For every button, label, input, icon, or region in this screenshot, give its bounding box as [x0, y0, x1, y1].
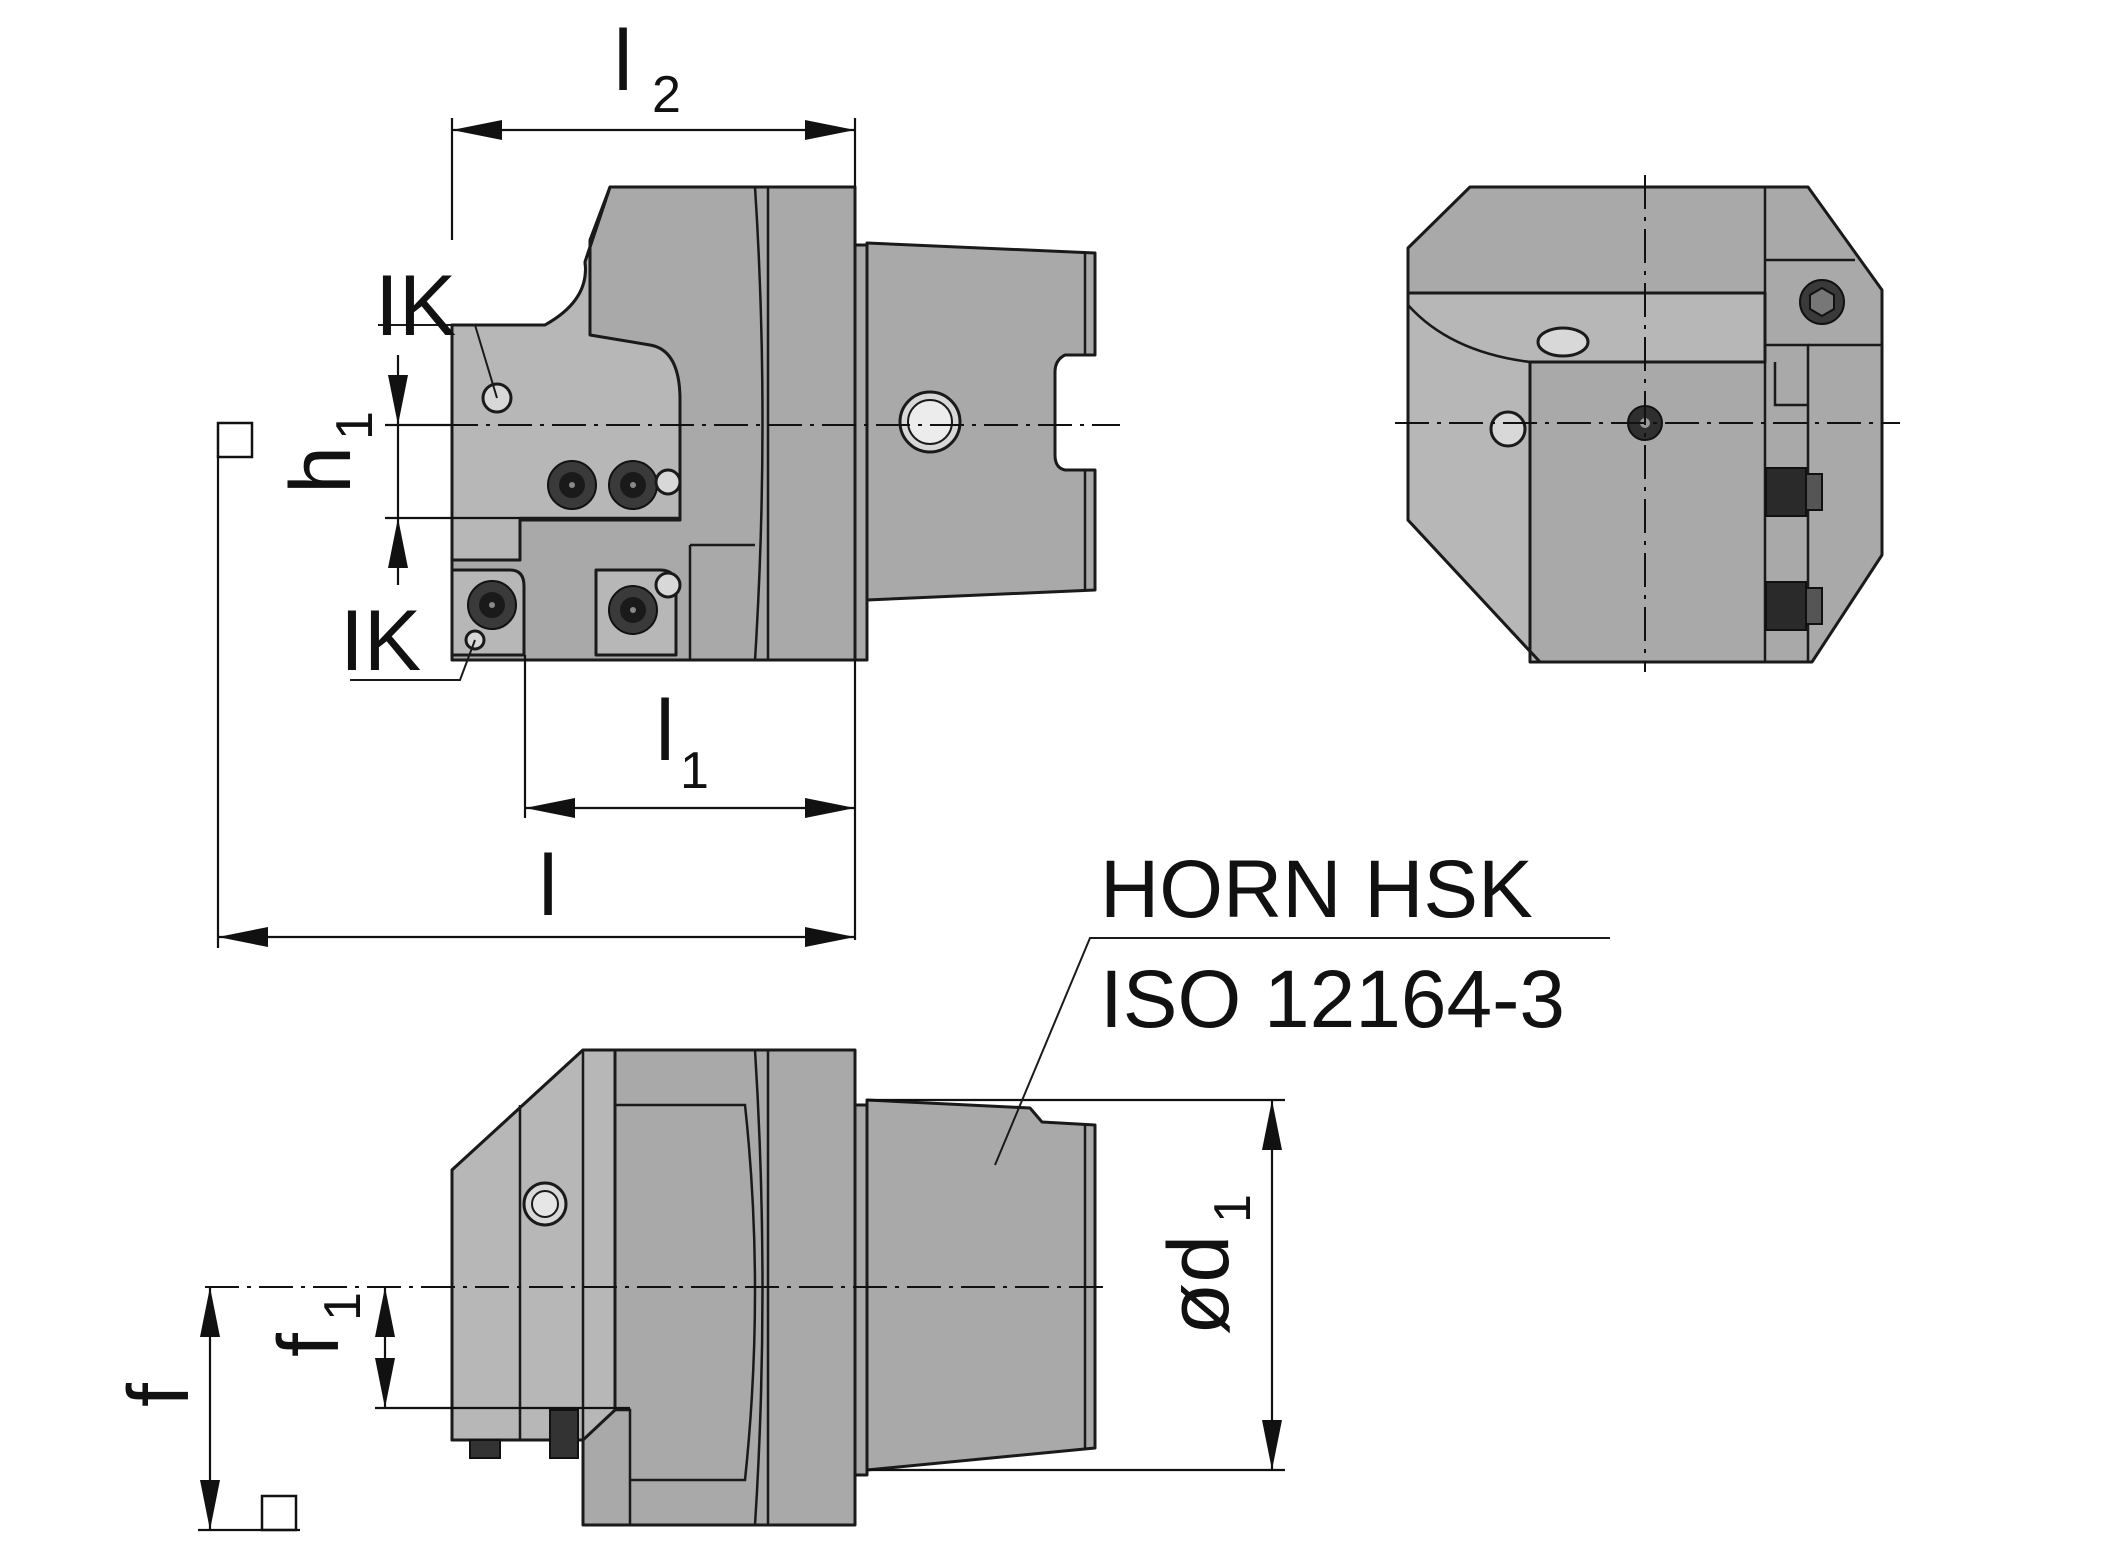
- front-view-hex-socket: [1809, 286, 1835, 318]
- reference-square-bottom: [260, 1494, 298, 1532]
- h1-label-group: h 1: [273, 411, 384, 494]
- side-view-aux-hole-1: [654, 468, 682, 496]
- note-line-1: HORN HSK: [1100, 844, 1533, 935]
- side-view-seam-1: [753, 186, 764, 661]
- f-label: f: [111, 1382, 207, 1407]
- l1-arrow-right: [805, 798, 855, 818]
- front-view-coolant-hole: [1489, 410, 1527, 448]
- front-view-clamp-screw-2: [1765, 581, 1823, 631]
- front-view: [1395, 175, 1900, 672]
- d1-label-group: ød 1: [1151, 1194, 1262, 1335]
- side-view-contour: [589, 333, 682, 520]
- side-view: [390, 185, 1120, 662]
- f1-subscript: 1: [314, 1292, 372, 1321]
- top-view-seam-1: [753, 1049, 764, 1526]
- labels: l 2 l 1 l IK IK h 1 f 1 f ød 1 HORN HSK …: [111, 13, 1565, 1407]
- ik-bottom-label: IK: [340, 593, 421, 689]
- f1-label: f: [261, 1332, 357, 1357]
- side-view-flange: [853, 243, 869, 662]
- top-view-edge-3: [615, 1103, 757, 1482]
- front-view-clamp-screw-1: [1765, 467, 1823, 517]
- top-view-flange: [853, 1103, 869, 1477]
- l1-arrow-left: [525, 798, 575, 818]
- side-view-dimensions: [216, 118, 857, 948]
- top-view: [205, 1048, 1105, 1527]
- top-view-screw-2: [549, 1409, 579, 1459]
- d1-label: ød: [1151, 1235, 1247, 1335]
- f1-label-group: f 1: [261, 1292, 372, 1357]
- ik-top-leader: [378, 324, 498, 399]
- side-view-screw-2: [608, 460, 658, 510]
- f-arrow-bottom: [200, 1480, 220, 1530]
- top-view-hole-inner: [531, 1190, 559, 1218]
- note-leader: [994, 937, 1610, 1166]
- l-label: l: [538, 838, 557, 934]
- f-label-group: f: [111, 1382, 207, 1407]
- l2-label: l: [613, 13, 632, 109]
- side-view-screw-1: [547, 460, 597, 510]
- l2-arrow-right: [805, 120, 855, 140]
- ik-top-label: IK: [375, 258, 456, 354]
- reference-square-top: [216, 421, 254, 459]
- l2-arrow-left: [452, 120, 502, 140]
- ik-bottom-leader: [350, 639, 476, 681]
- side-view-shank: [865, 241, 1097, 602]
- front-view-edge-2: [1407, 304, 1765, 364]
- d1-arrow-bottom: [1262, 1420, 1282, 1470]
- d1-subscript: 1: [1204, 1194, 1262, 1223]
- l2-subscript: 2: [652, 66, 681, 124]
- top-view-edge-4: [615, 1408, 632, 1525]
- front-view-oval-hole: [1536, 326, 1590, 358]
- f-arrow-top: [200, 1287, 220, 1337]
- f1-arrow-bottom: [375, 1358, 395, 1408]
- front-view-edge-7: [1765, 343, 1810, 662]
- f1-arrow-top: [375, 1287, 395, 1337]
- l-arrow-right: [805, 927, 855, 947]
- top-view-dimensions: [198, 937, 1610, 1532]
- top-view-screw-1: [469, 1439, 501, 1459]
- side-view-screw-3: [467, 580, 517, 630]
- l1-subscript: 1: [680, 742, 709, 800]
- l1-label: l: [655, 683, 674, 779]
- side-view-aux-hole-2: [654, 571, 682, 599]
- h1-label: h: [273, 446, 369, 494]
- h1-arrow-top: [388, 375, 408, 425]
- h1-arrow-bottom: [388, 518, 408, 568]
- side-view-shank-hole-inner: [907, 399, 953, 445]
- h1-subscript: 1: [326, 411, 384, 440]
- front-view-edge-8: [1773, 362, 1808, 407]
- side-view-screw-4: [608, 585, 658, 635]
- d1-arrow-top: [1262, 1100, 1282, 1150]
- top-view-face: [450, 1048, 617, 1442]
- l-arrow-left: [218, 927, 268, 947]
- note-line-2: ISO 12164-3: [1100, 954, 1565, 1045]
- top-view-shank: [865, 1098, 1097, 1472]
